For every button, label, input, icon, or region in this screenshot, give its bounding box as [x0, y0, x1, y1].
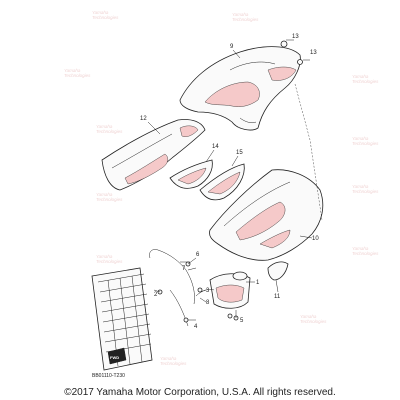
- callout-6: 6: [196, 252, 200, 258]
- callout-7: 7: [182, 266, 186, 272]
- radiator: [91, 267, 153, 371]
- watermark: Technologies: [96, 197, 123, 202]
- callout-5: 5: [240, 318, 244, 324]
- callout-8: 8: [206, 300, 210, 306]
- callout-9: 9: [230, 44, 234, 50]
- part-11-bracket: [267, 261, 289, 281]
- watermark: Technologies: [96, 259, 123, 264]
- part-12-side-cover: [101, 119, 206, 191]
- watermark: Yamaha: [352, 136, 369, 141]
- watermark: Yamaha: [352, 246, 369, 251]
- watermark: Yamaha: [352, 184, 369, 189]
- watermark: Yamaha: [160, 356, 177, 361]
- callout-4: 4: [194, 324, 198, 330]
- part-9-top-panel: [179, 46, 301, 131]
- callout-11: 11: [274, 294, 281, 300]
- part-15-panel: [199, 163, 245, 201]
- watermark: Yamaha: [96, 124, 113, 129]
- reservoir-tank: [195, 271, 251, 309]
- watermark: Technologies: [352, 251, 379, 256]
- watermark: Yamaha: [232, 12, 249, 17]
- watermark: Yamaha: [352, 74, 369, 79]
- callouts: 9 13 13 12 14 15 10 11 1 6 7 3 8 5 4 2: [140, 34, 319, 330]
- watermark: Yamaha: [92, 10, 109, 15]
- callout-2: 2: [154, 292, 158, 298]
- callout-12: 12: [140, 116, 147, 122]
- watermark: Technologies: [160, 361, 187, 366]
- watermark: Yamaha: [96, 192, 113, 197]
- leader-lines: [147, 39, 323, 321]
- watermark: Technologies: [300, 319, 327, 324]
- part-10-lower-panel: [209, 169, 324, 261]
- figure-code: BB01110-T230: [92, 373, 125, 379]
- watermarks: Yamaha Technologies Yamaha Technologies …: [64, 10, 379, 366]
- callout-13: 13: [292, 34, 299, 40]
- watermark: Technologies: [96, 129, 123, 134]
- callout-1: 1: [256, 280, 260, 286]
- watermark: Yamaha: [96, 254, 113, 259]
- watermark: Technologies: [232, 17, 259, 22]
- watermark: Technologies: [352, 141, 379, 146]
- callout-10: 10: [312, 236, 319, 242]
- part-14-panel: [169, 159, 213, 189]
- watermark: Technologies: [352, 79, 379, 84]
- callout-14: 14: [212, 144, 219, 150]
- copyright-notice: ©2017 Yamaha Motor Corporation, U.S.A. A…: [64, 387, 336, 398]
- hoses: [149, 249, 195, 327]
- callout-13: 13: [310, 50, 317, 56]
- watermark: Technologies: [352, 189, 379, 194]
- watermark: Technologies: [92, 15, 119, 20]
- watermark: Yamaha: [64, 68, 81, 73]
- callout-3: 3: [206, 288, 210, 294]
- watermark: Technologies: [64, 73, 91, 78]
- fwd-arrow: FWD: [107, 347, 127, 365]
- fwd-label: FWD: [110, 355, 119, 360]
- callout-15: 15: [236, 150, 243, 156]
- watermark: Yamaha: [300, 314, 317, 319]
